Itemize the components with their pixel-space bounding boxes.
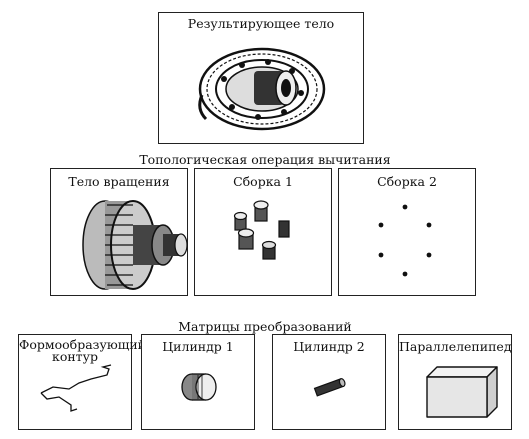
assembly-1-panel: Сборка 1 xyxy=(194,168,332,296)
assembly-2-illustration xyxy=(378,204,432,277)
cylinder-1-panel: Цилиндр 1 xyxy=(141,334,255,430)
cylinder-2-illustration xyxy=(313,378,346,397)
cylinder-2-panel: Цилиндр 2 xyxy=(272,334,386,430)
shaping-contour-panel: Формообразующий контур xyxy=(18,334,146,430)
parallelepiped-label: Параллелепипед xyxy=(399,339,512,354)
result-body-illustration xyxy=(198,47,326,131)
shaping-contour-label-line1: Формообразующий xyxy=(19,337,146,352)
shaping-contour-illustration xyxy=(40,364,112,412)
parallelepiped-illustration xyxy=(426,366,498,418)
assembly-2-label: Сборка 2 xyxy=(377,174,437,189)
cylinder-1-label: Цилиндр 1 xyxy=(162,339,234,354)
shaping-contour-label-line2: контур xyxy=(52,349,98,364)
cylinder-1-illustration xyxy=(181,373,217,401)
subtraction-operation-caption: Топологическая операция вычитания xyxy=(139,152,391,167)
result-body-label: Результирующее тело xyxy=(187,16,335,31)
parallelepiped-panel: Параллелепипед xyxy=(398,334,512,430)
revolution-body-panel: Тело вращения xyxy=(50,168,188,296)
revolution-body-label: Тело вращения xyxy=(68,174,170,189)
result-body-panel: Результирующее тело xyxy=(158,12,364,144)
assembly-1-label: Сборка 1 xyxy=(233,174,293,189)
assembly-2-panel: Сборка 2 xyxy=(338,168,476,296)
transformation-matrices-caption: Матрицы преобразований xyxy=(178,319,352,334)
revolution-body-illustration xyxy=(82,200,188,290)
assembly-1-illustration xyxy=(233,200,290,260)
cylinder-2-label: Цилиндр 2 xyxy=(293,339,365,354)
